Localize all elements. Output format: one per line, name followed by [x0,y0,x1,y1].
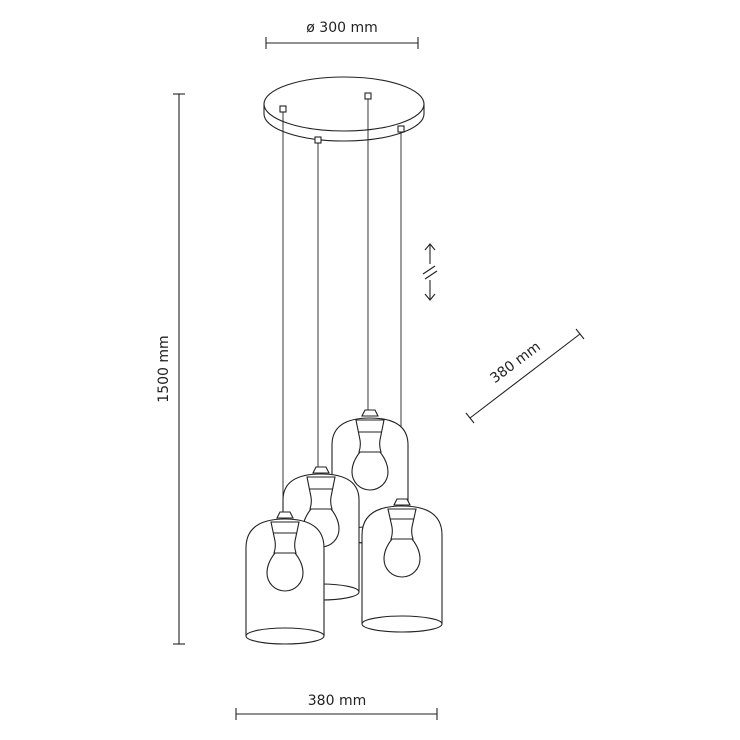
adjustable-length-arrow-icon [422,243,438,301]
depth-dimension: 380 mm [465,328,585,424]
cable-grip [397,125,405,133]
glass-shade-front-right [361,498,443,633]
canopy-diameter-dimension: ø 300 mm [265,20,419,49]
ceiling-canopy [263,76,425,144]
width-dimension: 380 mm [235,693,438,720]
cable-grip [364,92,372,100]
height-label: 1500 mm [156,335,172,402]
width-label: 380 mm [308,693,366,709]
cable-grip [314,136,322,144]
cable-grip [279,105,287,113]
depth-label: 380 mm [487,339,543,387]
glass-shade-front-left [245,511,325,645]
height-dimension: 1500 mm [156,93,185,645]
canopy-diameter-label: ø 300 mm [306,20,377,36]
